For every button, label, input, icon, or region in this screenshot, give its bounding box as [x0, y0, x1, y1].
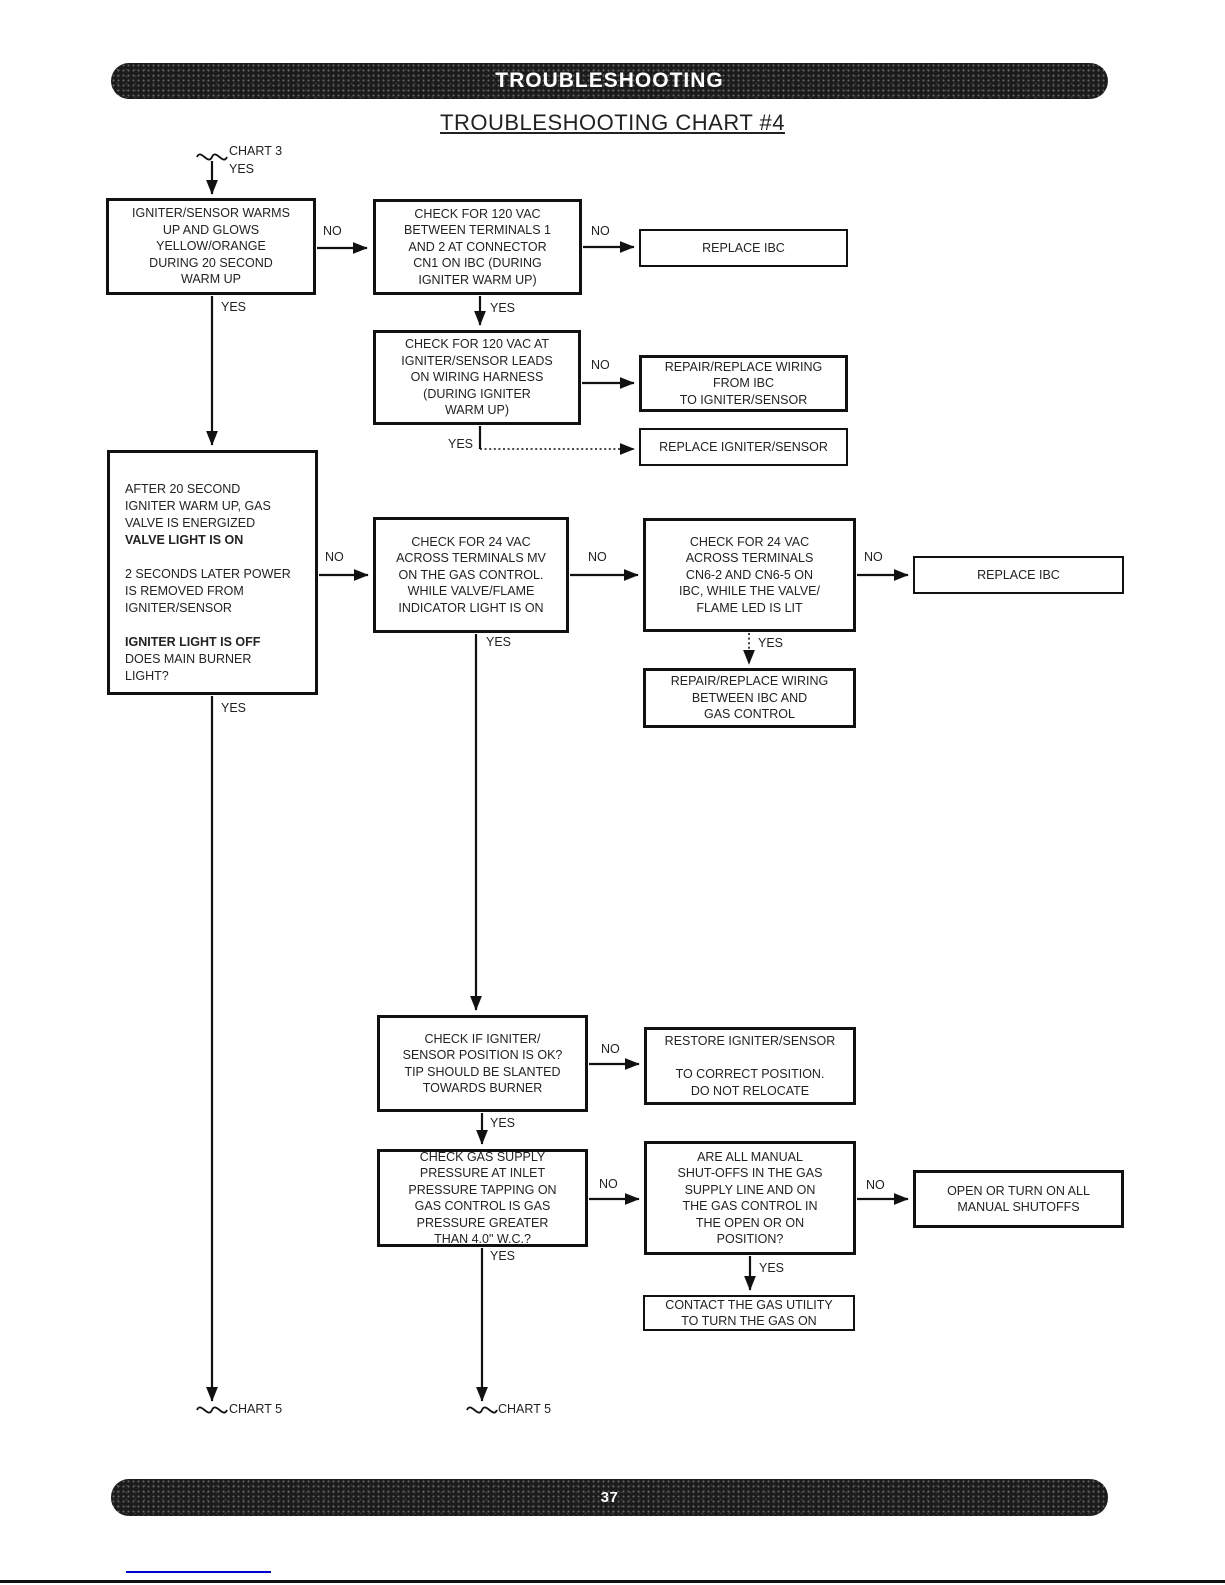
node-replace-igniter-sensor: REPLACE IGNITER/SENSOR: [639, 428, 848, 466]
node-repair-wiring-ibc-gas: REPAIR/REPLACE WIRING BETWEEN IBC AND GA…: [643, 668, 856, 728]
page-title: TROUBLESHOOTING CHART #4: [440, 110, 785, 135]
section-banner: TROUBLESHOOTING: [111, 63, 1108, 99]
edge-label-yes: YES: [448, 437, 474, 451]
offpage-connector-entry-symbol: [196, 153, 228, 161]
edge-label-no: NO: [866, 1178, 885, 1192]
node-igniter-sensor-warmup: IGNITER/SENSOR WARMS UP AND GLOWS YELLOW…: [106, 198, 316, 295]
edge-label-no: NO: [864, 550, 883, 564]
offpage-chart5-label: CHART 5: [229, 1402, 283, 1416]
edge-label-yes: YES: [490, 301, 516, 315]
offpage-connector-exit-symbol: [466, 1406, 498, 1414]
edge-label-yes: YES: [229, 162, 255, 176]
edge-label-no: NO: [325, 550, 344, 564]
node-check-120vac-leads: CHECK FOR 120 VAC AT IGNITER/SENSOR LEAD…: [373, 330, 581, 425]
offpage-connector-exit-symbol: [196, 1406, 228, 1414]
edge-label-yes: YES: [759, 1261, 785, 1275]
edge-label-yes: YES: [490, 1116, 516, 1130]
node-replace-ibc-2: REPLACE IBC: [913, 556, 1124, 594]
node-check-24vac-cn6: CHECK FOR 24 VAC ACROSS TERMINALS CN6-2 …: [643, 518, 856, 632]
edge-label-no: NO: [591, 358, 610, 372]
node-check-24vac-mv: CHECK FOR 24 VAC ACROSS TERMINALS MV ON …: [373, 517, 569, 633]
offpage-chart5-label: CHART 5: [498, 1402, 552, 1416]
page-number-banner: 37: [111, 1479, 1108, 1516]
node-check-120vac-cn1: CHECK FOR 120 VAC BETWEEN TERMINALS 1 AN…: [373, 199, 582, 295]
node-check-gas-pressure: CHECK GAS SUPPLY PRESSURE AT INLET PRESS…: [377, 1149, 588, 1247]
edge-label-no: NO: [591, 224, 610, 238]
edge-label-no: NO: [599, 1177, 618, 1191]
node-contact-gas-utility: CONTACT THE GAS UTILITY TO TURN THE GAS …: [643, 1295, 855, 1331]
node-open-manual-shutoffs: OPEN OR TURN ON ALL MANUAL SHUTOFFS: [913, 1170, 1124, 1228]
edge-label-yes: YES: [486, 635, 512, 649]
node-replace-ibc-1: REPLACE IBC: [639, 229, 848, 267]
node-after-warmup-burner-question: AFTER 20 SECOND IGNITER WARM UP, GAS VAL…: [107, 450, 318, 695]
node-repair-wiring-ibc-igniter: REPAIR/REPLACE WIRING FROM IBC TO IGNITE…: [639, 355, 848, 412]
page-number: 37: [600, 1489, 619, 1506]
edge-label-yes: YES: [221, 701, 247, 715]
node-manual-shutoffs-open-question: ARE ALL MANUAL SHUT-OFFS IN THE GAS SUPP…: [644, 1141, 856, 1255]
edge-label-yes: YES: [221, 300, 247, 314]
node-check-igniter-position: CHECK IF IGNITER/ SENSOR POSITION IS OK?…: [377, 1015, 588, 1112]
edge-label-no: NO: [323, 224, 342, 238]
offpage-chart3-label: CHART 3: [229, 144, 283, 158]
bottom-rule: [0, 1580, 1225, 1583]
edge-label-yes: YES: [758, 636, 784, 650]
node-restore-igniter-position: RESTORE IGNITER/SENSOR TO CORRECT POSITI…: [644, 1027, 856, 1105]
section-banner-title: TROUBLESHOOTING: [495, 69, 724, 92]
footer-link[interactable]: [126, 1571, 271, 1573]
edge-label-no: NO: [588, 550, 607, 564]
edge-label-no: NO: [601, 1042, 620, 1056]
edge-label-yes: YES: [490, 1249, 516, 1263]
